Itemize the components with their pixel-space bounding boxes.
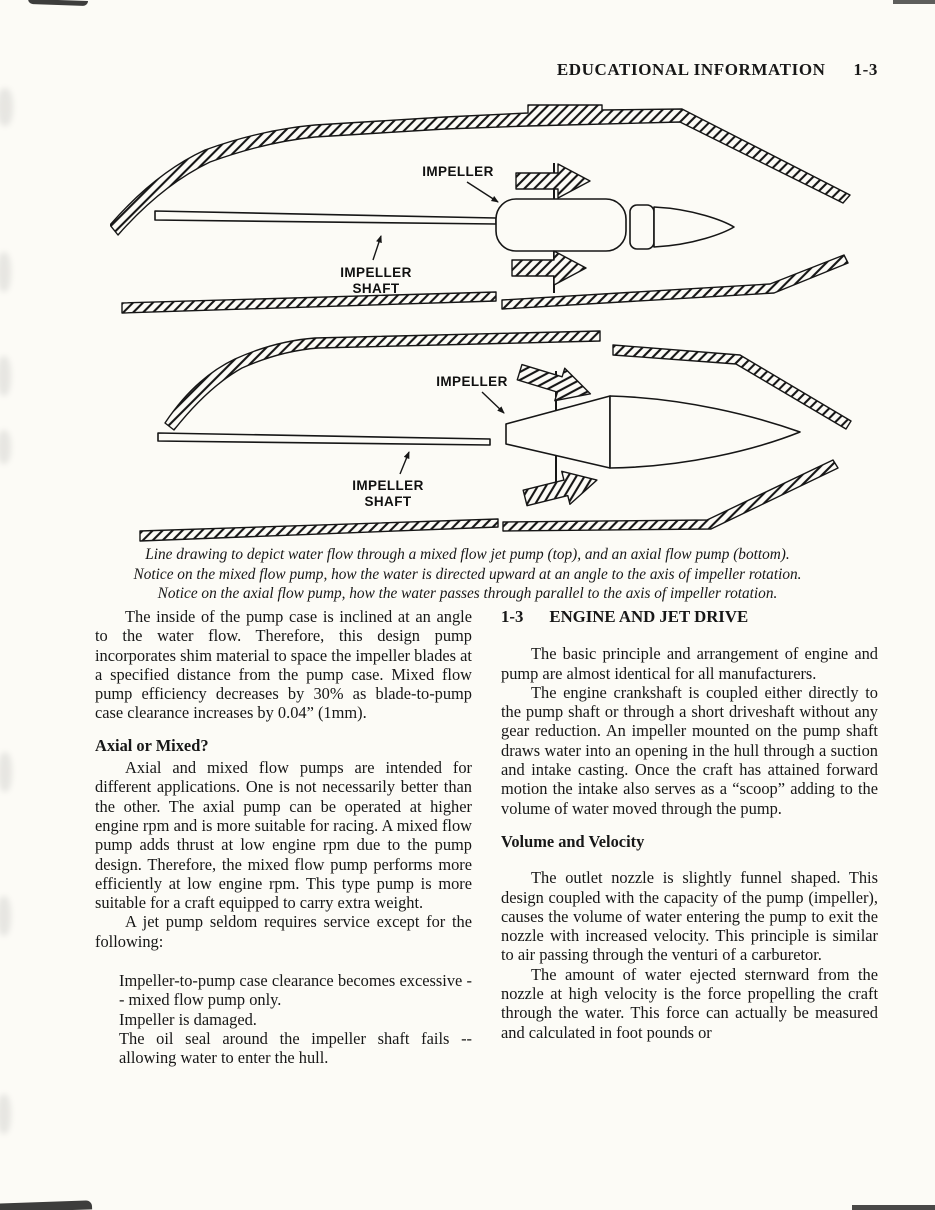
impeller-shaft-pointer-line xyxy=(399,451,410,475)
water-flow-arrow-upper xyxy=(516,363,592,402)
paragraph-pump-case: The inside of the pump case is inclined … xyxy=(95,607,472,723)
impeller-pointer-line xyxy=(481,391,505,414)
scan-artifact xyxy=(0,88,13,126)
scan-artifact xyxy=(0,1094,11,1134)
scan-artifact xyxy=(893,0,935,4)
service-items-list: Impeller-to-pump case clearance becomes … xyxy=(119,971,472,1067)
paragraph-pump-applications: Axial and mixed flow pumps are intended … xyxy=(95,758,472,913)
pump-body-bullet xyxy=(609,395,801,469)
figure-caption: Line drawing to depict water flow throug… xyxy=(50,545,885,604)
right-column: 1-3 ENGINE AND JET DRIVE The basic princ… xyxy=(501,607,878,1068)
impeller-shaft-label-line1: IMPELLER xyxy=(340,265,411,280)
impeller-housing xyxy=(495,198,627,252)
left-column: The inside of the pump case is inclined … xyxy=(95,607,472,1068)
service-list-item: The oil seal around the impeller shaft f… xyxy=(119,1028,472,1068)
service-list-item: Impeller is damaged. xyxy=(119,1009,257,1029)
hull-casing-bottom-left xyxy=(139,518,499,542)
service-list-item: Impeller-to-pump case clearance becomes … xyxy=(119,971,472,1010)
header-title: EDUCATIONAL INFORMATION xyxy=(556,60,826,79)
impeller-shaft xyxy=(154,210,497,225)
hull-casing-top-right xyxy=(612,344,852,430)
water-flow-arrow-upper xyxy=(515,163,591,199)
paragraph-service-intro: A jet pump seldom requires service excep… xyxy=(95,912,472,951)
caption-line-1: Line drawing to depict water flow throug… xyxy=(145,546,790,563)
impeller-label: IMPELLER xyxy=(422,164,493,179)
heading-engine-and-jet-drive: 1-3 ENGINE AND JET DRIVE xyxy=(501,607,878,626)
body-columns: The inside of the pump case is inclined … xyxy=(95,607,878,1068)
jet-pump-figure: IMPELLER IMPELLER SHAFT IMPELLER IMPELLE… xyxy=(110,104,852,542)
heading-axial-or-mixed: Axial or Mixed? xyxy=(95,735,209,755)
impeller-shaft-label-line2: SHAFT xyxy=(365,494,412,509)
axial-flow-pump-drawing: IMPELLER IMPELLER SHAFT xyxy=(139,330,852,542)
heading-volume-and-velocity: Volume and Velocity xyxy=(501,831,645,851)
scan-artifact xyxy=(0,896,11,936)
header-page-number: 1-3 xyxy=(853,60,878,79)
paragraph-outlet-nozzle: The outlet nozzle is slightly funnel sha… xyxy=(501,868,878,965)
paragraph-basic-principle: The basic principle and arrangement of e… xyxy=(501,644,878,683)
scan-artifact xyxy=(0,252,11,292)
hull-casing-top xyxy=(164,330,601,431)
scan-artifact xyxy=(852,1205,935,1210)
section-number: 1-3 xyxy=(501,607,524,626)
hull-casing-bottom-right xyxy=(501,254,849,310)
paragraph-ejected-water: The amount of water ejected sternward fr… xyxy=(501,964,878,1042)
scan-artifact xyxy=(0,752,12,792)
caption-line-2: Notice on the mixed flow pump, how the w… xyxy=(133,565,802,583)
paragraph-crankshaft-coupling: The engine crankshaft is coupled either … xyxy=(501,682,878,818)
impeller-pointer-line xyxy=(466,181,499,203)
scan-artifact xyxy=(0,1200,93,1210)
hull-casing-bottom-left xyxy=(121,291,497,314)
nozzle-collar xyxy=(629,204,655,250)
impeller-shaft-pointer-line xyxy=(372,235,382,261)
caption-line-3: Notice on the axial flow pump, how the w… xyxy=(157,585,778,602)
impeller-label: IMPELLER xyxy=(436,374,507,389)
impeller-shaft-label-line2: SHAFT xyxy=(353,281,400,296)
hull-casing-top xyxy=(110,104,851,236)
impeller-shaft-label-line1: IMPELLER xyxy=(352,478,423,493)
water-flow-arrow-lower xyxy=(511,250,587,286)
nozzle-bullet xyxy=(653,206,735,248)
scan-artifact xyxy=(0,430,11,464)
scan-artifact xyxy=(0,356,11,396)
impeller-shaft xyxy=(157,432,491,446)
mixed-flow-pump-drawing: IMPELLER IMPELLER SHAFT xyxy=(110,104,851,314)
hull-casing-bottom-right xyxy=(502,459,839,532)
impeller-cone xyxy=(505,395,611,469)
section-title: ENGINE AND JET DRIVE xyxy=(549,607,749,626)
page-header: EDUCATIONAL INFORMATION 1-3 xyxy=(0,60,878,80)
water-flow-arrow-lower xyxy=(522,470,598,507)
scan-artifact xyxy=(27,0,89,7)
